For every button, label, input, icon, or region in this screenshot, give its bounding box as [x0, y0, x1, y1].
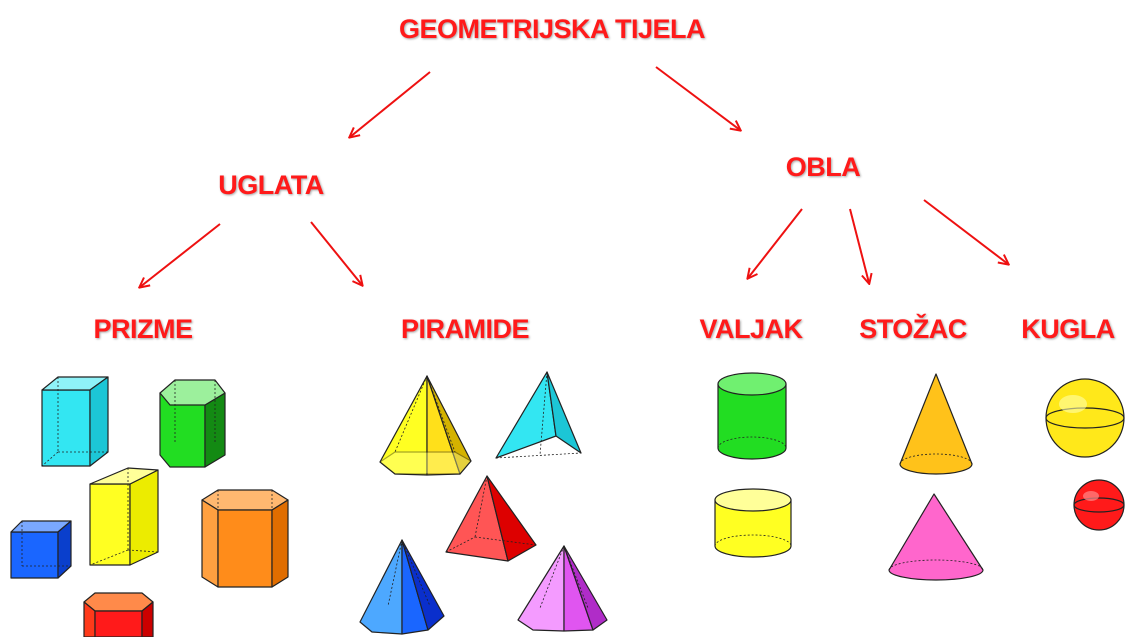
cone-label: STOŽAC — [859, 314, 967, 344]
blue-pyramid-icon — [359, 539, 445, 635]
pink-cone-icon — [888, 493, 984, 581]
red-sphere-icon — [1073, 479, 1125, 531]
red-pyramid-icon — [445, 475, 537, 562]
yellow-sphere-icon — [1045, 378, 1125, 458]
yellow-pyramid-icon — [379, 375, 472, 476]
green-cylinder-icon — [717, 372, 787, 460]
page-title: GEOMETRIJSKA TIJELA — [398, 14, 706, 44]
cyan-pyramid-icon — [495, 371, 582, 459]
yellow-cone-icon — [899, 373, 973, 475]
green-prism-icon — [159, 379, 226, 468]
yellow-cylinder-icon — [714, 488, 792, 558]
arrow-round-to-cone — [849, 208, 869, 283]
arrow-angular-to-pyramids — [310, 221, 362, 285]
arrow-title-to-round — [655, 66, 740, 130]
red-prism-icon — [83, 592, 154, 637]
orange-prism-icon — [201, 489, 289, 588]
blue-prism-icon — [10, 520, 72, 579]
prisms-label: PRIZME — [93, 314, 193, 344]
category-round-label: OBLA — [785, 152, 861, 182]
arrow-title-to-angular — [350, 71, 431, 137]
yellow-prism-icon — [89, 467, 159, 566]
magenta-pyramid-icon — [517, 545, 608, 632]
sphere-label: KUGLA — [1021, 314, 1115, 344]
cyan-prism-icon — [41, 376, 109, 467]
arrow-angular-to-prisms — [140, 223, 221, 287]
cylinder-label: VALJAK — [699, 314, 803, 344]
category-angular-label: UGLATA — [218, 170, 324, 200]
arrow-round-to-sphere — [923, 199, 1008, 264]
arrow-round-to-cylinder — [748, 208, 803, 278]
pyramids-label: PIRAMIDE — [400, 314, 530, 344]
